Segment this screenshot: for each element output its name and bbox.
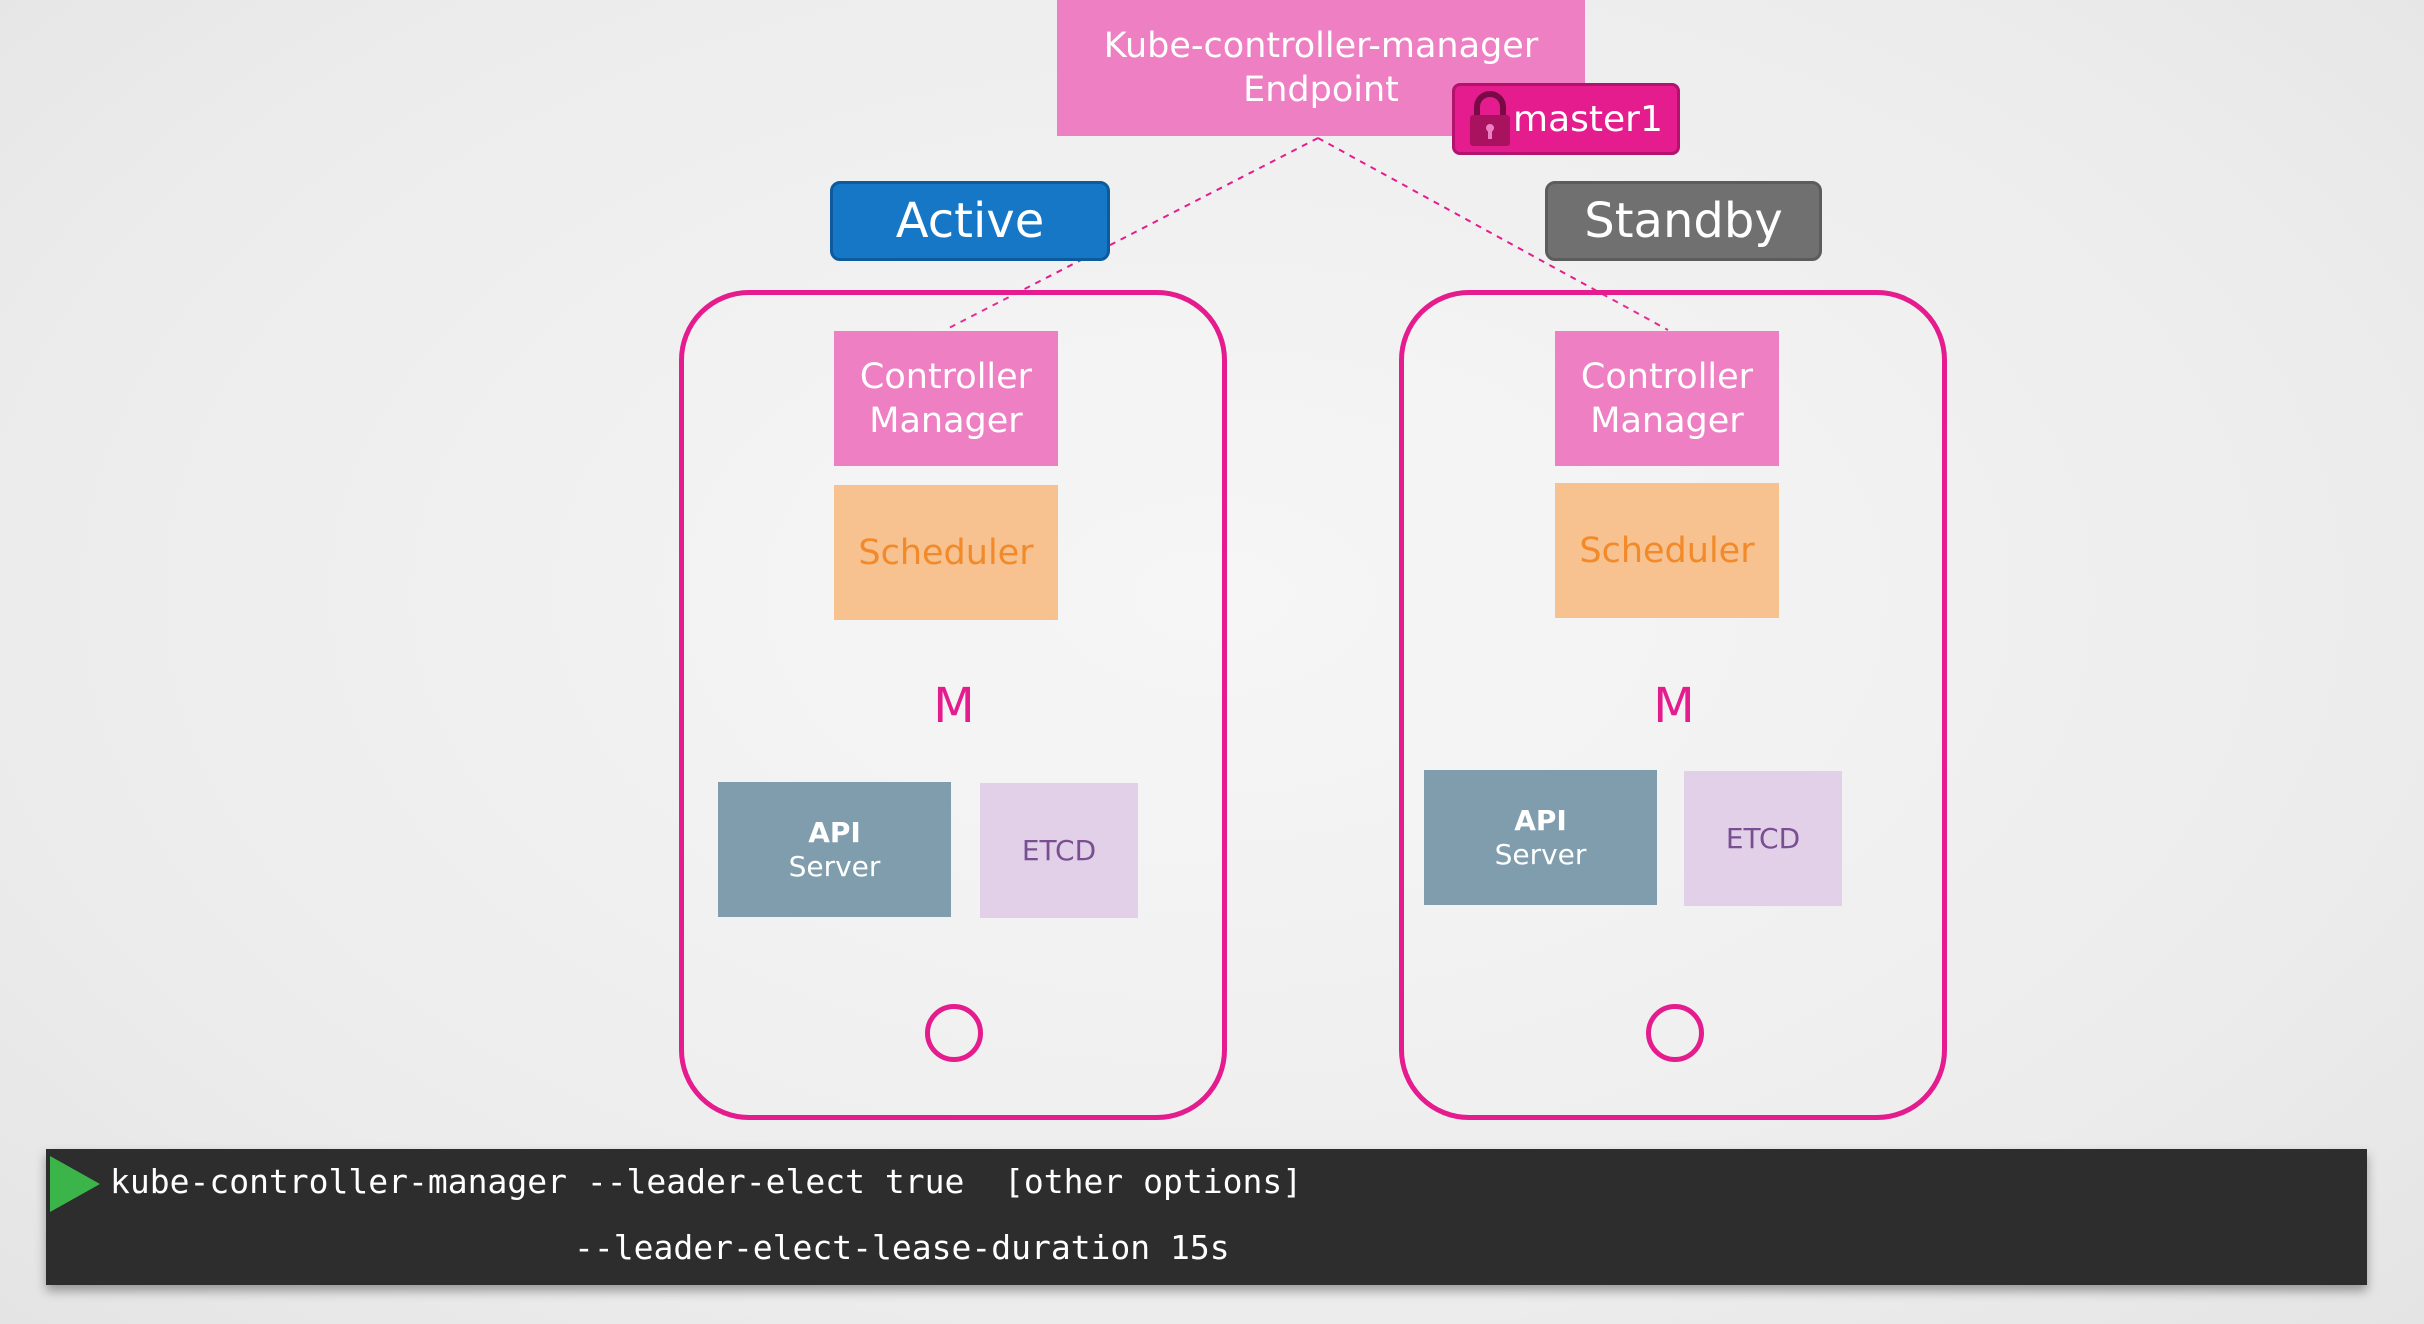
- connector-to-active: [944, 137, 1319, 331]
- controller-label-2: Manager: [1590, 400, 1744, 441]
- endpoint-box: Kube-controller-manager Endpoint: [1057, 0, 1585, 136]
- home-button-icon: [925, 1004, 983, 1062]
- controller-manager-box: Controller Manager: [834, 331, 1058, 466]
- api-server-box: API Server: [718, 782, 951, 917]
- master-m-label: M: [924, 676, 984, 736]
- leader-badge-label: master1: [1513, 98, 1663, 140]
- master-node-standby: [1399, 290, 1947, 1120]
- server-label: Server: [788, 849, 881, 883]
- command-line-1: kube-controller-manager --leader-elect t…: [110, 1162, 1303, 1201]
- home-button-icon: [1646, 1004, 1704, 1062]
- controller-label-1: Controller: [1580, 356, 1754, 397]
- endpoint-title: Kube-controller-manager: [1103, 26, 1539, 66]
- scheduler-label: Scheduler: [858, 532, 1034, 573]
- controller-label-2: Manager: [869, 400, 1023, 441]
- controller-manager-box: Controller Manager: [1555, 331, 1779, 466]
- play-icon: [50, 1156, 100, 1212]
- server-label: Server: [1494, 837, 1587, 871]
- active-text: Active: [895, 193, 1045, 249]
- active-state-label: Active: [830, 181, 1110, 261]
- standby-text: Standby: [1584, 193, 1783, 249]
- scheduler-box: Scheduler: [1555, 483, 1779, 618]
- scheduler-box: Scheduler: [834, 485, 1058, 620]
- etcd-box: ETCD: [1684, 771, 1842, 906]
- m-text: M: [933, 678, 975, 734]
- m-text: M: [1653, 678, 1695, 734]
- etcd-box: ETCD: [980, 783, 1138, 918]
- terminal-panel: [46, 1149, 2367, 1285]
- api-server-box: API Server: [1424, 770, 1657, 905]
- standby-state-label: Standby: [1545, 181, 1822, 261]
- controller-label-1: Controller: [859, 356, 1033, 397]
- scheduler-label: Scheduler: [1579, 530, 1755, 571]
- endpoint-subtitle: Endpoint: [1243, 70, 1399, 110]
- api-label: API: [1514, 803, 1567, 837]
- command-line-2: --leader-elect-lease-duration 15s: [574, 1228, 1230, 1267]
- api-label: API: [808, 815, 861, 849]
- master-m-label: M: [1644, 676, 1704, 736]
- etcd-label: ETCD: [1021, 834, 1097, 867]
- etcd-label: ETCD: [1725, 822, 1801, 855]
- lock-icon: [1470, 91, 1510, 146]
